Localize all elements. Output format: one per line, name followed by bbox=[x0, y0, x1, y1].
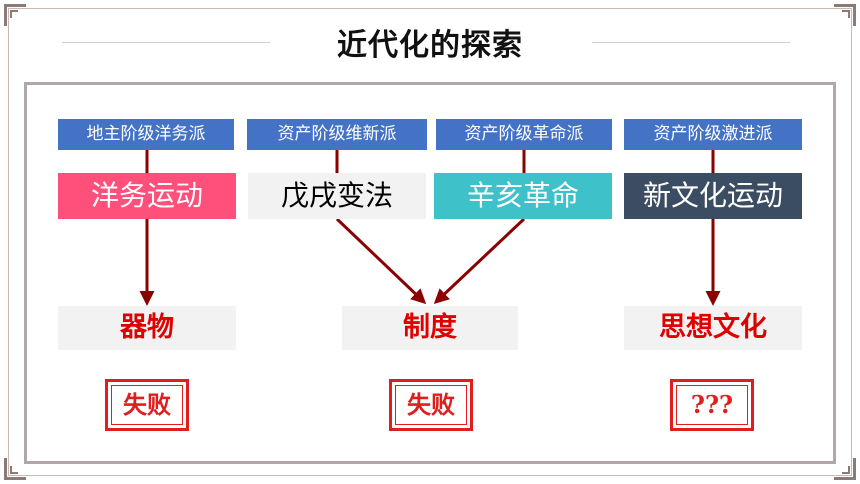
faction-bourgeois-reformist: 资产阶级维新派 bbox=[247, 119, 427, 150]
content-panel bbox=[24, 82, 836, 464]
result-institutions: 制度 bbox=[342, 306, 518, 350]
outcome-text: 失败 bbox=[395, 385, 467, 425]
outcome-text: 失败 bbox=[111, 385, 183, 425]
corner-ornament-bottom-left bbox=[4, 458, 26, 480]
title-divider-left bbox=[62, 42, 270, 43]
outer-frame bbox=[8, 8, 852, 476]
outcome-stamp-westernization: 失败 bbox=[105, 379, 189, 431]
arrow-revolution-to-system bbox=[433, 217, 526, 305]
corner-ornament-top-left bbox=[4, 4, 26, 26]
faction-landlord-westernization: 地主阶级洋务派 bbox=[58, 119, 234, 150]
arrow-reform-to-system bbox=[335, 217, 427, 305]
movement-xinhai-revolution: 辛亥革命 bbox=[434, 173, 612, 219]
movement-reform-1898: 戊戌变法 bbox=[248, 173, 426, 219]
faction-bourgeois-revolutionary: 资产阶级革命派 bbox=[436, 119, 612, 150]
corner-ornament-bottom-right bbox=[834, 458, 856, 480]
movement-westernization: 洋务运动 bbox=[58, 173, 236, 219]
result-artifacts: 器物 bbox=[58, 306, 236, 350]
outcome-stamp-institutions: 失败 bbox=[389, 379, 473, 431]
page-title: 近代化的探索 bbox=[337, 28, 523, 63]
corner-ornament-top-right bbox=[834, 4, 856, 26]
movement-new-culture: 新文化运动 bbox=[624, 173, 802, 219]
result-thought-culture: 思想文化 bbox=[624, 306, 802, 350]
outcome-text: ??? bbox=[676, 385, 748, 425]
faction-bourgeois-radical: 资产阶级激进派 bbox=[624, 119, 802, 150]
outcome-stamp-thought: ??? bbox=[670, 379, 754, 431]
title-divider-right bbox=[592, 42, 790, 43]
